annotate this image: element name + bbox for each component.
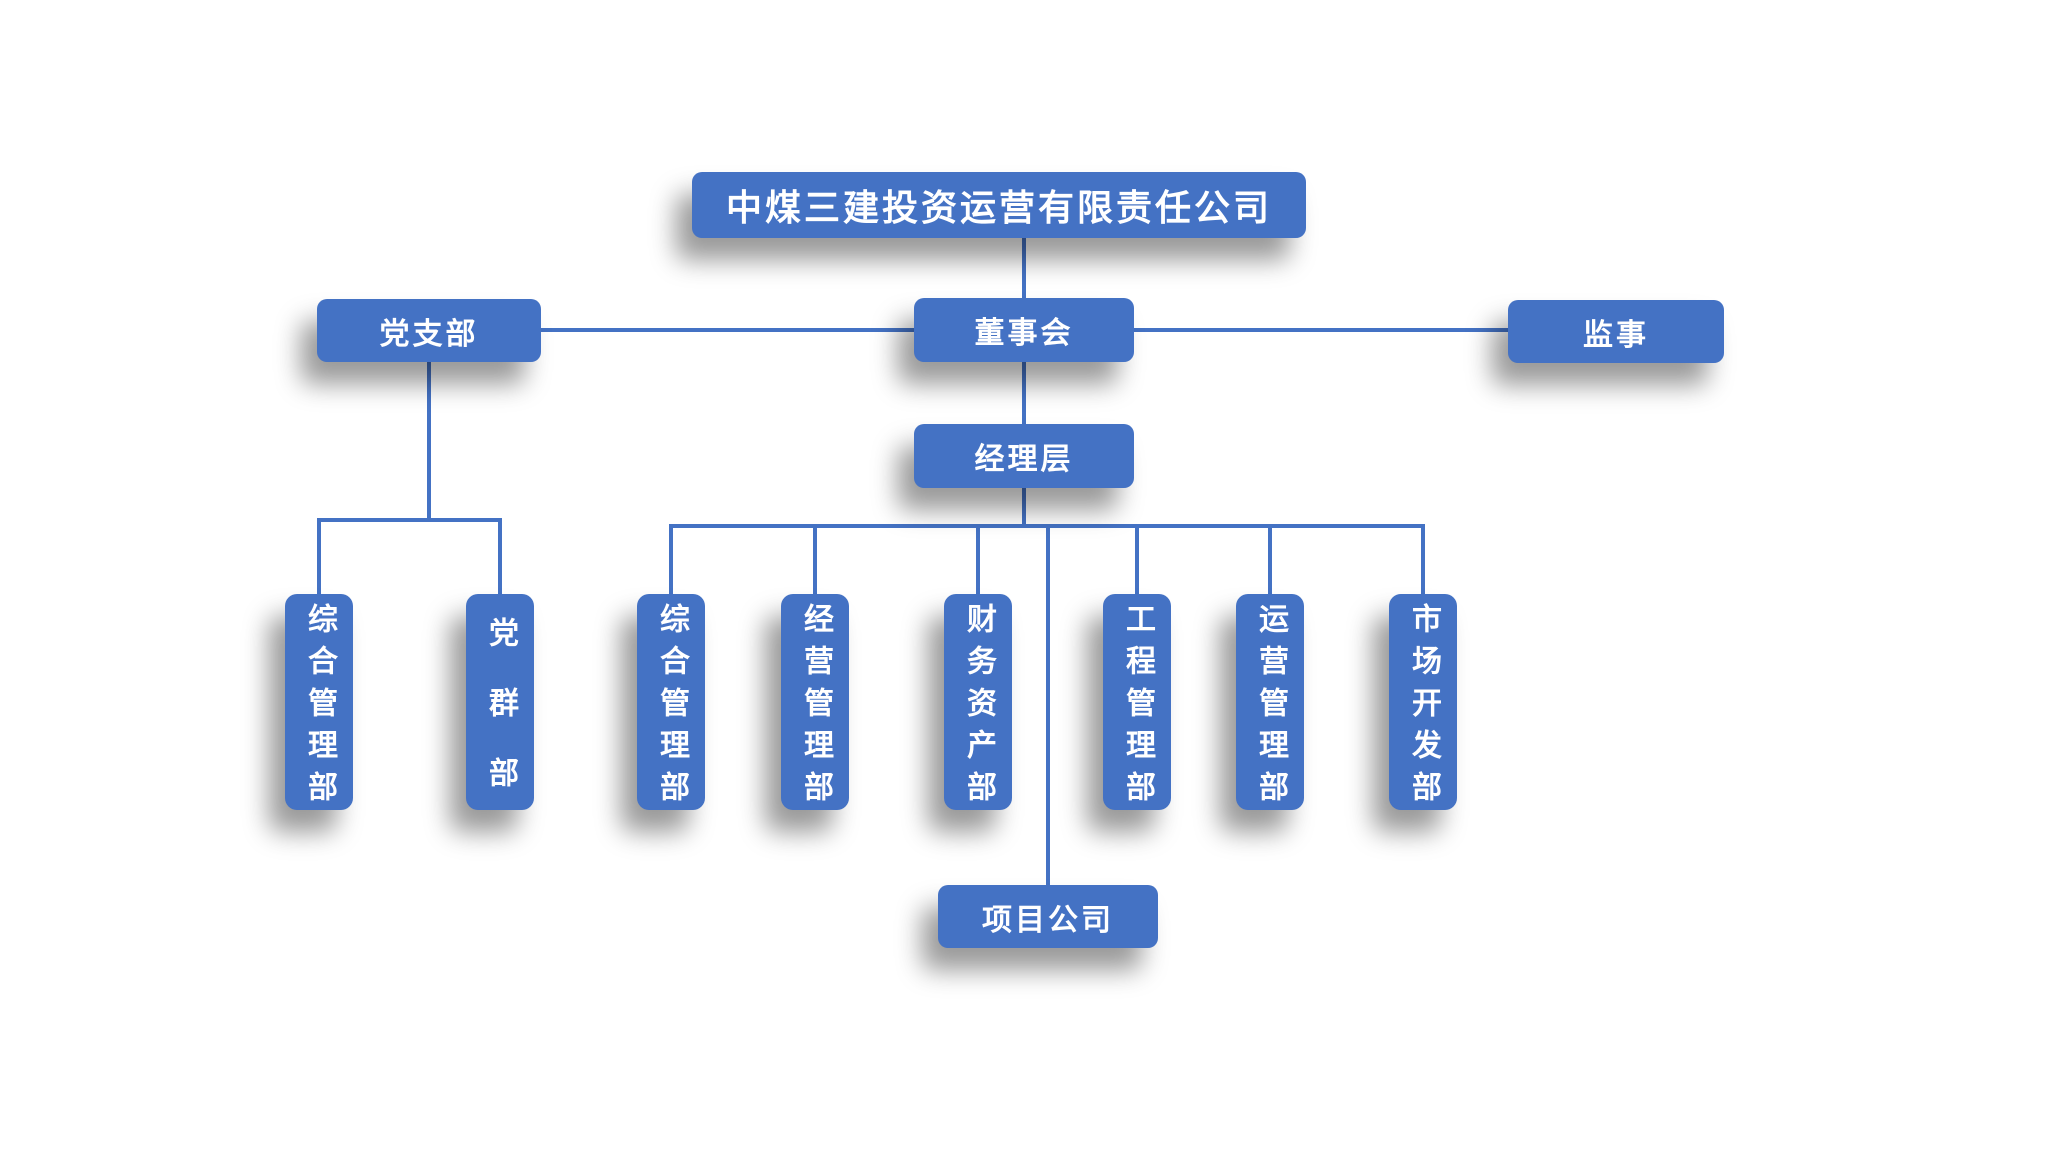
supervisor-label: 监事 — [1583, 318, 1649, 352]
dept-label-engineering-management: 工程管理部 — [1121, 603, 1154, 813]
management-label: 经理层 — [974, 443, 1074, 476]
board-label: 董事会 — [974, 317, 1074, 350]
dept-box-business-management: 经营管理部 — [781, 594, 849, 813]
dept-box-party-comprehensive-management: 综合管理部 — [285, 594, 353, 813]
dept-box-general-management: 综合管理部 — [637, 594, 705, 813]
party-branch-box: 党支部 — [317, 299, 541, 362]
dept-label-party-comprehensive-management: 综合管理部 — [303, 603, 336, 813]
dept-box-finance-assets: 财务资产部 — [944, 594, 1012, 813]
dept-label-operations-management: 运营管理部 — [1254, 603, 1287, 813]
party-branch-label: 党支部 — [379, 317, 479, 351]
dept-box-market-development: 市场开发部 — [1389, 594, 1457, 813]
project-company-box: 项目公司 — [938, 885, 1158, 948]
company-title-label: 中煤三建投资运营有限责任公司 — [725, 187, 1272, 228]
dept-box-operations-management: 运营管理部 — [1236, 594, 1304, 813]
dept-label-party-masses: 党群部 — [484, 617, 517, 827]
management-box: 经理层 — [914, 424, 1134, 488]
dept-label-business-management: 经营管理部 — [799, 603, 832, 813]
dept-box-engineering-management: 工程管理部 — [1103, 594, 1171, 813]
project-company-label: 项目公司 — [982, 903, 1114, 937]
dept-label-finance-assets: 财务资产部 — [962, 603, 995, 813]
dept-box-party-masses: 党群部 — [466, 594, 534, 827]
supervisor-box: 监事 — [1508, 300, 1724, 363]
dept-label-general-management: 综合管理部 — [655, 603, 688, 813]
board-box: 董事会 — [914, 298, 1134, 362]
company-title-box: 中煤三建投资运营有限责任公司 — [692, 172, 1306, 238]
dept-label-market-development: 市场开发部 — [1407, 603, 1440, 813]
